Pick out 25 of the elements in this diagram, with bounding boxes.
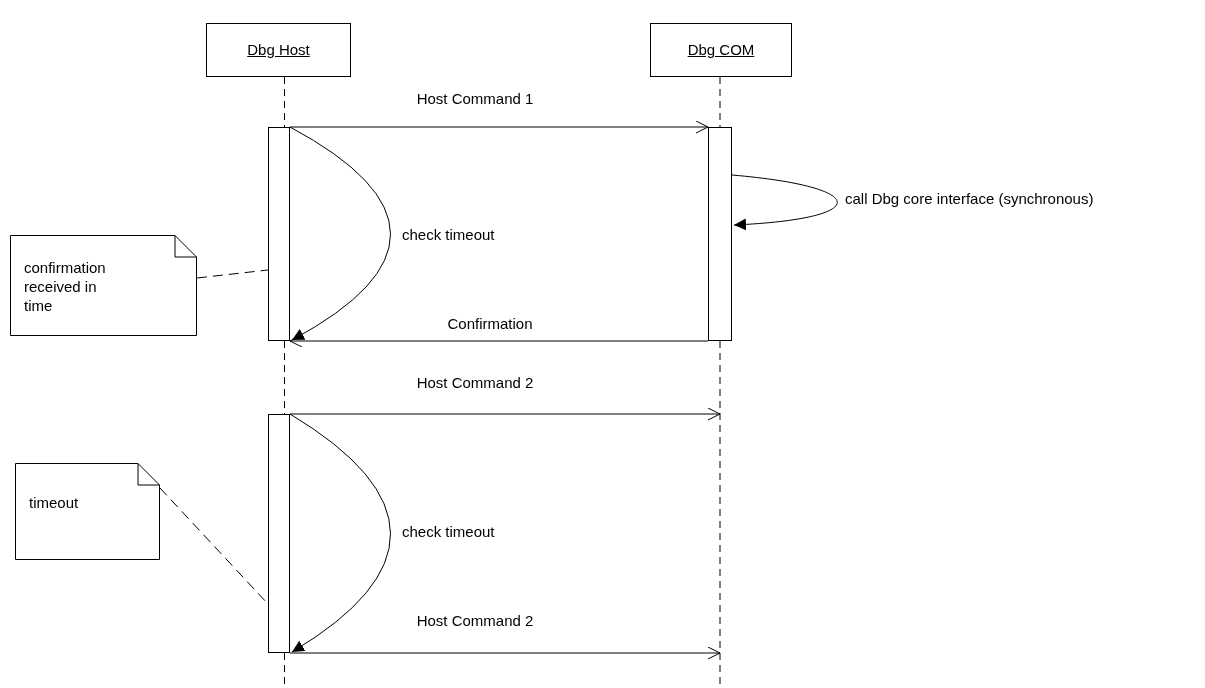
message-arrow	[289, 646, 721, 660]
message-arrow	[289, 126, 391, 341]
edge-label: call Dbg core interface (synchronous)	[845, 190, 1094, 207]
note-text: timeout	[29, 493, 80, 512]
participant-box	[650, 23, 792, 77]
note	[15, 463, 160, 560]
participant-name: Dbg Host	[247, 39, 310, 60]
activation-bar	[268, 127, 290, 341]
edge-label: check timeout	[402, 226, 495, 243]
edge-label: Host Command 2	[416, 374, 534, 391]
message-arrow	[731, 174, 838, 231]
participant-box	[206, 23, 351, 77]
leader-line	[196, 269, 269, 279]
edge-label: Host Command 2	[416, 612, 534, 629]
note	[10, 235, 197, 336]
message-arrow	[289, 120, 709, 134]
edge-label: Host Command 1	[416, 90, 534, 107]
activation-bar	[268, 414, 290, 653]
activation-bar	[708, 127, 732, 341]
edge-label: Confirmation	[447, 315, 533, 332]
participant-name: Dbg COM	[687, 39, 755, 60]
message-arrow	[289, 413, 391, 653]
note-text: confirmation received in time	[24, 258, 107, 315]
edge-label: check timeout	[402, 523, 495, 540]
message-arrow	[289, 407, 721, 421]
